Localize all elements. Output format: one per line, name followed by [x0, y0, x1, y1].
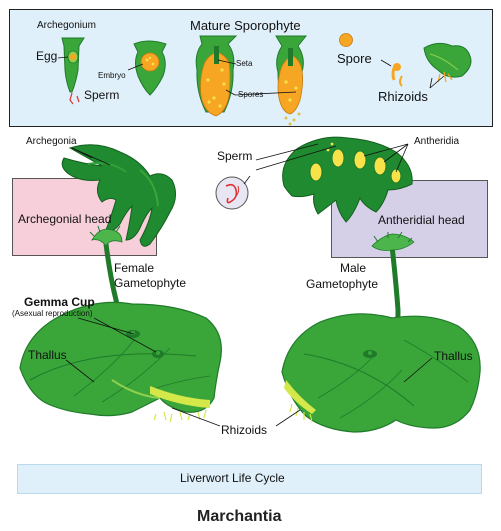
caption: Marchantia: [197, 508, 282, 525]
sperm-illustration: [215, 176, 249, 210]
young-thallus-illustration: [423, 42, 472, 83]
label-thallus-right: Thallus: [434, 349, 473, 363]
label-spore: Spore: [337, 51, 372, 66]
top-leader-lines: [57, 56, 445, 96]
label-embryo: Embryo: [98, 71, 126, 80]
label-archegonial-head: Archegonial head: [18, 212, 112, 226]
antheridial-receptacle: [282, 136, 413, 223]
label-sperm-top: Sperm: [84, 88, 120, 102]
mid-leader-lines: [65, 143, 433, 427]
label-spores: Spores: [238, 90, 264, 99]
footer-title-box: [17, 464, 482, 494]
label-thallus-left: Thallus: [28, 348, 67, 362]
germinating-spore-illustration: [391, 63, 403, 87]
spore-illustration: [339, 33, 353, 47]
female-thallus: [19, 301, 222, 423]
label-egg: Egg: [36, 49, 58, 63]
label-male-line1: Male: [340, 261, 367, 275]
top-stages-panel: [9, 9, 493, 127]
label-sperm-mid: Sperm: [217, 149, 253, 163]
label-antheridial-head: Antheridial head: [378, 213, 465, 227]
label-archegonium: Archegonium: [37, 20, 96, 31]
young-antheridiophore: [371, 231, 415, 251]
label-female-line2: Gametophyte: [114, 276, 187, 290]
archegonium-illustration: [61, 37, 85, 105]
label-rhizoids-bottom: Rhizoids: [221, 423, 268, 437]
sporophyte-illustration-2: [275, 35, 308, 126]
young-archegoniophore: [89, 224, 123, 247]
label-rhizoids-top: Rhizoids: [378, 89, 428, 104]
label-mature-sporophyte: Mature Sporophyte: [190, 18, 301, 33]
label-archegonia: Archegonia: [26, 136, 77, 147]
label-seta: Seta: [236, 59, 253, 68]
sporophyte-illustration-1: [195, 35, 238, 117]
label-female-line1: Female: [114, 261, 155, 275]
footer-title: Liverwort Life Cycle: [180, 471, 285, 485]
label-male-line2: Gametophyte: [306, 277, 379, 291]
archegonial-receptacle: [61, 144, 176, 247]
label-asexual-reproduction: (Asexual reproduction): [12, 309, 93, 318]
embryo-illustration: [133, 40, 167, 96]
label-antheridia: Antheridia: [414, 136, 460, 147]
male-thallus: [281, 313, 481, 433]
label-gemma-cup: Gemma Cup: [24, 295, 95, 309]
